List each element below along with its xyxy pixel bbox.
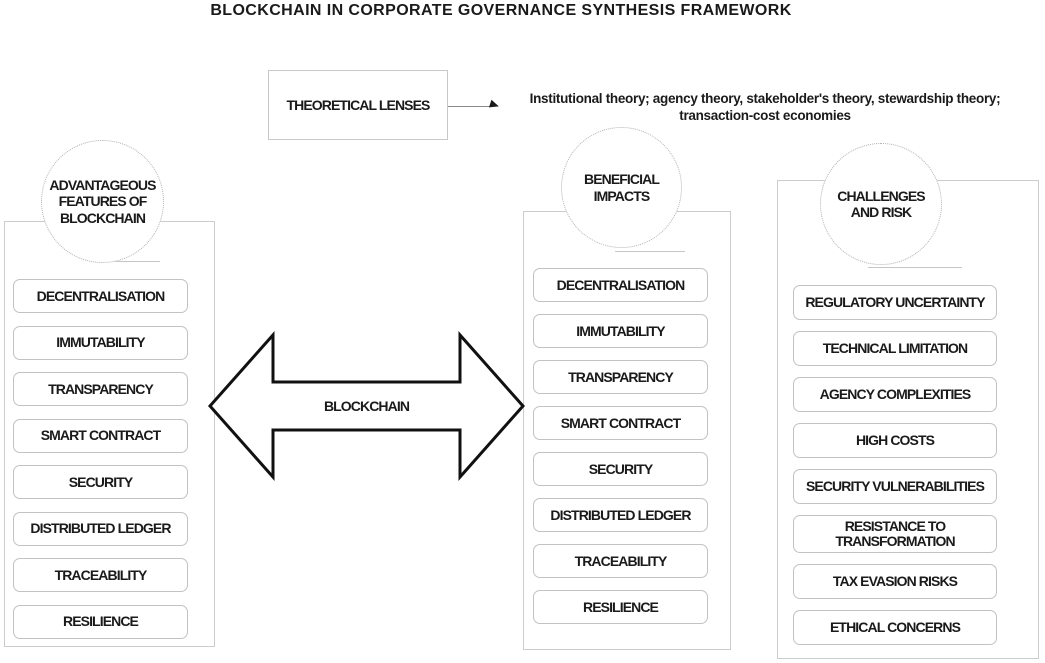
impact-item: TRANSPARENCY	[533, 360, 708, 394]
challenges-circle: CHALLENGES AND RISK	[820, 143, 942, 265]
impact-item: RESILIENCE	[533, 590, 708, 624]
double-arrow-icon	[207, 331, 526, 481]
feature-item: DISTRIBUTED LEDGER	[13, 511, 188, 546]
impacts-circle: BENEFICIAL IMPACTS	[561, 127, 682, 248]
impact-item: DECENTRALISATION	[533, 268, 708, 302]
circle-underline	[615, 251, 685, 252]
impacts-circle-label: BENEFICIAL IMPACTS	[583, 171, 660, 204]
impact-item: TRACEABILITY	[533, 544, 708, 578]
challenge-item: RESISTANCE TO TRANSFORMATION	[793, 515, 997, 553]
feature-item: RESILIENCE	[13, 604, 188, 639]
lenses-connector-line	[448, 106, 492, 107]
features-panel: DECENTRALISATION IMMUTABILITY TRANSPAREN…	[4, 221, 215, 647]
theories-text-line1: Institutional theory; agency theory, sta…	[529, 91, 1001, 106]
feature-item: TRANSPARENCY	[13, 372, 188, 406]
feature-item: SMART CONTRACT	[13, 418, 188, 453]
challenge-item: REGULATORY UNCERTAINTY	[793, 285, 997, 320]
features-circle: ADVANTAGEOUS FEATURES OF BLOCKCHAIN	[41, 140, 164, 263]
circle-underline	[868, 267, 962, 268]
blockchain-arrow-label: BLOCKCHAIN	[323, 398, 410, 414]
theoretical-lenses-box: THEORETICAL LENSES	[268, 70, 448, 140]
impact-item: IMMUTABILITY	[533, 314, 708, 348]
theories-text: Institutional theory; agency theory, sta…	[480, 90, 1045, 124]
feature-item: TRACEABILITY	[13, 558, 188, 592]
feature-item: DECENTRALISATION	[13, 279, 188, 313]
theoretical-lenses-label: THEORETICAL LENSES	[286, 97, 430, 113]
challenge-item: SECURITY VULNERABILITIES	[793, 469, 997, 504]
features-circle-label: ADVANTAGEOUS FEATURES OF BLOCKCHAIN	[49, 176, 156, 226]
challenge-item: ETHICAL CONCERNS	[793, 610, 997, 645]
theories-text-line2: transaction-cost economies	[679, 108, 851, 123]
impact-item: DISTRIBUTED LEDGER	[533, 498, 708, 532]
impacts-panel: DECENTRALISATION IMMUTABILITY TRANSPAREN…	[523, 211, 731, 650]
feature-item: SECURITY	[13, 465, 188, 499]
challenges-panel: REGULATORY UNCERTAINTY TECHNICAL LIMITAT…	[777, 180, 1039, 659]
page-title: BLOCKCHAIN IN CORPORATE GOVERNANCE SYNTH…	[210, 2, 792, 19]
feature-item: IMMUTABILITY	[13, 325, 188, 360]
challenge-item: TECHNICAL LIMITATION	[793, 331, 997, 366]
circle-underline	[95, 261, 160, 262]
challenges-circle-label: CHALLENGES AND RISK	[837, 187, 925, 221]
impact-item: SECURITY	[533, 452, 708, 486]
challenge-item: TAX EVASION RISKS	[793, 564, 997, 599]
impact-item: SMART CONTRACT	[533, 406, 708, 440]
challenge-item: HIGH COSTS	[793, 423, 997, 458]
challenge-item: AGENCY COMPLEXITIES	[793, 377, 997, 412]
